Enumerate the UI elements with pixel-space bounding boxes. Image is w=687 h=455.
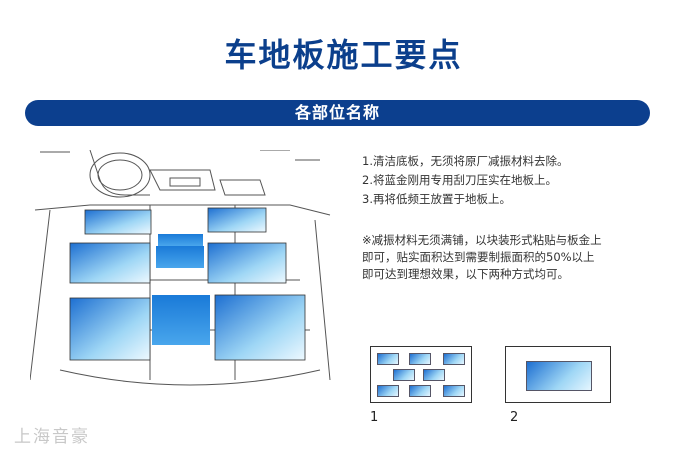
pad-rear-right [214,294,306,361]
note-line-1: ※减振材料无须满铺，以块装形式粘贴与板金上 [362,233,602,247]
section-banner: 各部位名称 [25,100,650,126]
small-pad [443,353,465,365]
note-line-3: 即可达到理想效果，以下两种方式均可。 [362,267,569,281]
pad-rear-left [69,297,151,361]
small-pad [377,353,399,365]
method-2-diagram [505,346,611,403]
large-pad [526,361,592,391]
pad-mid-left [69,242,151,284]
note-block: ※减振材料无须满铺，以块装形式粘贴与板金上 即可，贴实面积达到需要制振面积的50… [362,232,652,283]
small-pad [443,385,465,397]
watermark-text: 上海音豪 [14,427,90,447]
pad-tunnel-mid [156,246,204,268]
small-pad [423,369,445,381]
method-1-label: 1 [370,410,379,425]
step-2: 2.将蓝金刚用专用刮刀压实在地板上。 [362,173,557,187]
step-1: 1.清洁底板，无须将原厂减振材料去除。 [362,154,569,168]
page-title: 车地板施工要点 [224,36,463,74]
method-2-label: 2 [510,410,519,425]
car-floor-diagram [30,150,331,386]
instruction-steps: 1.清洁底板，无须将原厂减振材料去除。 2.将蓝金刚用专用刮刀压实在地板上。 3… [362,152,652,209]
small-pad [377,385,399,397]
pad-front-left [84,209,152,235]
pad-tunnel-rear [152,295,210,345]
method-1-diagram [370,346,472,403]
section-banner-label: 各部位名称 [294,103,380,122]
pad-tunnel-front [158,234,203,246]
small-pad [409,385,431,397]
pad-front-right [207,207,267,233]
pad-mid-right [207,242,287,284]
small-pad [409,353,431,365]
step-3: 3.再将低频王放置于地板上。 [362,192,511,206]
note-line-2: 即可，贴实面积达到需要制振面积的50%以上 [362,250,595,264]
small-pad [393,369,415,381]
